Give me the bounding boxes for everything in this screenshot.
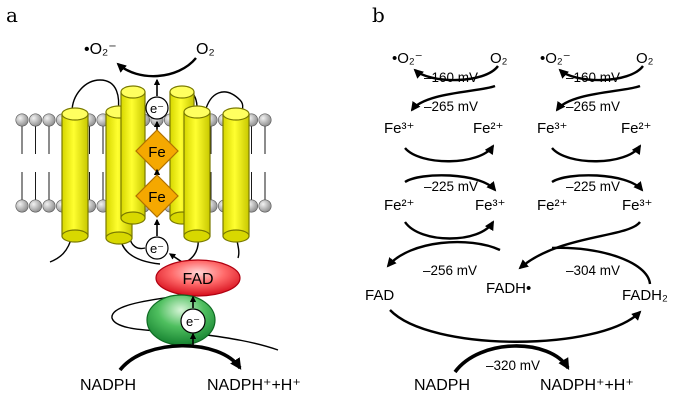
col2-fe-lower-arrow (518, 221, 641, 270)
col1-fe1-arrow (410, 84, 496, 112)
nadph-label-b: NADPH (414, 377, 470, 394)
col1-superoxide: •O₂⁻ (392, 50, 423, 67)
fadh2-label: FADH₂ (622, 287, 668, 304)
electron-mid-circle (145, 236, 169, 260)
oxygen-label: O₂ (196, 41, 215, 58)
electron-flow-arrow-fad (168, 253, 183, 263)
heme-column-1: •O₂⁻ O₂ –160 mV –265 mV Fe³⁺ Fe²⁺ –225 m… (384, 50, 508, 240)
col2-fe2-top: Fe²⁺ (621, 120, 651, 137)
col1-fe-bottom-arrow (404, 174, 497, 192)
panel-a: a (6, 3, 301, 394)
fad-label-b: FAD (365, 287, 394, 304)
nadph-plus-label-b: NADPH⁺+H⁺ (540, 377, 634, 394)
oxygen-reduction-arrow (116, 57, 197, 78)
col1-oxygen: O₂ (490, 50, 508, 67)
col2-fe3-top: Fe³⁺ (537, 120, 567, 137)
lipid-head (42, 199, 56, 213)
col2-fe3-bottom: Fe³⁺ (622, 197, 652, 214)
nadph-label-a: NADPH (80, 377, 136, 394)
mv-nadph: –320 mV (486, 358, 540, 373)
mv-fadh: –304 mV (566, 263, 620, 278)
helix-6 (222, 107, 250, 243)
col1-o2-arrow (413, 65, 499, 82)
col2-o2-arrow (558, 65, 644, 82)
panel-b: b •O₂⁻ O₂ –160 mV –265 mV Fe³⁺ Fe²⁺ –225… (365, 3, 668, 394)
col2-oxygen: O₂ (636, 50, 654, 67)
col1-mv-o2: –160 mV (424, 70, 478, 85)
lipid-head (28, 199, 42, 213)
fad-domain (155, 259, 241, 297)
nadph-oxidation-arrow-b (453, 344, 570, 374)
iron-center-top: Fe (135, 129, 179, 173)
col1-fe-top-arrow (404, 144, 495, 163)
iron-bottom-label: Fe (148, 189, 166, 206)
lipid-head (15, 199, 29, 213)
col1-mv-fe2: –225 mV (424, 179, 478, 194)
col1-fe3-bottom: Fe³⁺ (475, 197, 505, 214)
nadph-plus-label-a: NADPH⁺+H⁺ (207, 377, 301, 394)
col2-fe1-arrow (555, 84, 641, 112)
electron-top-circle (145, 96, 169, 120)
col2-superoxide: •O₂⁻ (540, 50, 571, 67)
helix-5 (183, 105, 211, 243)
electron-top-label: e⁻ (150, 101, 164, 116)
lipid-head (15, 113, 29, 127)
fadh2-to-fadh-arrow (551, 246, 652, 285)
iron-top-label: Fe (148, 144, 166, 161)
col2-fe-bottom-arrow (551, 174, 644, 192)
panel-b-letter: b (372, 3, 385, 27)
col2-fe2-bottom: Fe²⁺ (537, 197, 567, 214)
lipid-head (258, 199, 272, 213)
fadh-radical-label: FADH• (486, 280, 531, 297)
panel-a-letter: a (6, 3, 18, 27)
col1-fe-lower-arrow (404, 220, 495, 240)
col2-mv-fe1: –265 mV (566, 99, 620, 114)
col1-mv-fe1: –265 mV (424, 99, 478, 114)
electron-bottom-label: e⁻ (186, 314, 200, 329)
col2-fe-top-arrow (551, 144, 642, 163)
helix-1 (61, 107, 89, 243)
col1-fe2-bottom: Fe²⁺ (384, 197, 414, 214)
fad-label: FAD (182, 271, 213, 288)
mv-fad: –256 mV (423, 263, 477, 278)
lipid-head (28, 113, 42, 127)
col1-fe3-top: Fe³⁺ (384, 120, 414, 137)
lipid-head (42, 113, 56, 127)
nadph-oxidation-arrow-a (118, 344, 242, 372)
lipid-head (258, 113, 272, 127)
col1-fe2-top: Fe²⁺ (473, 120, 503, 137)
col2-mv-o2: –160 mV (566, 70, 620, 85)
transmembrane-helices (61, 85, 250, 245)
electron-mid-label: e⁻ (150, 241, 164, 256)
fadh-to-fe-arrow (386, 240, 501, 268)
heme-column-2: •O₂⁻ O₂ –160 mV –265 mV Fe³⁺ Fe²⁺ –225 m… (518, 50, 654, 270)
superoxide-label: •O₂⁻ (84, 41, 117, 58)
fad-reduction-arrow (389, 309, 642, 343)
col2-mv-fe2: –225 mV (566, 179, 620, 194)
iron-center-bottom: Fe (135, 174, 179, 218)
